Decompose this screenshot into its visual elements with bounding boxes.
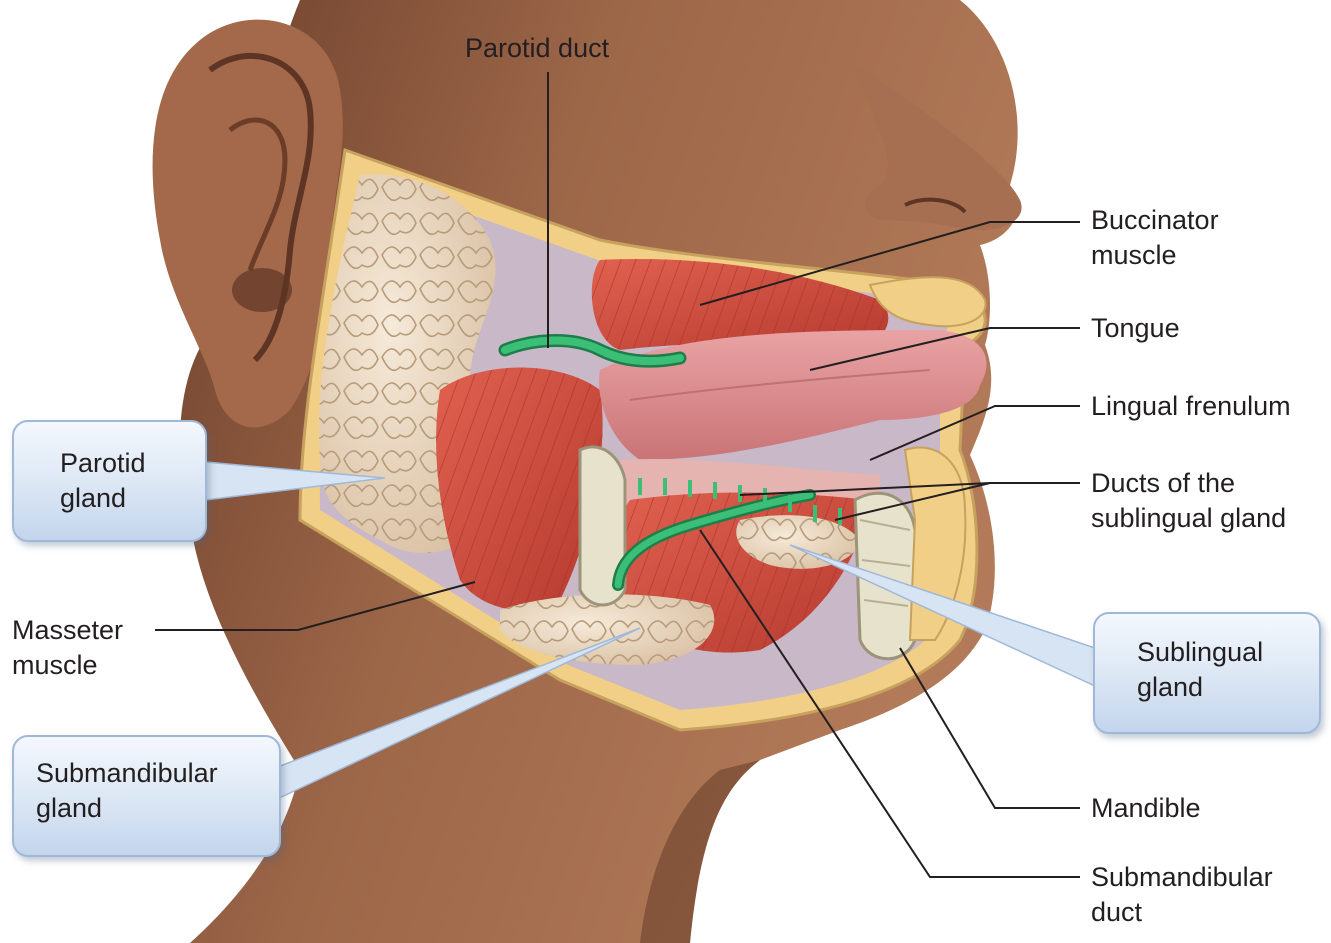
callout-submandibular-gland: Submandibular gland	[12, 735, 281, 857]
label-masseter-muscle: Masseter muscle	[12, 613, 123, 683]
label-mandible: Mandible	[1091, 791, 1201, 826]
label-submandibular-gland: Submandibular gland	[36, 756, 218, 826]
label-lingual-frenulum: Lingual frenulum	[1091, 389, 1291, 424]
callout-parotid-gland: Parotid gland	[12, 420, 207, 542]
label-ducts-of-sublingual-gland: Ducts of the sublingual gland	[1091, 466, 1286, 536]
label-tongue: Tongue	[1091, 311, 1180, 346]
label-sublingual-gland: Sublingual gland	[1137, 635, 1263, 705]
label-submandibular-duct: Submandibular duct	[1091, 860, 1273, 930]
label-parotid-duct: Parotid duct	[465, 31, 609, 66]
callout-sublingual-gland: Sublingual gland	[1093, 612, 1321, 734]
label-parotid-gland: Parotid gland	[60, 446, 146, 516]
label-buccinator-muscle: Buccinator muscle	[1091, 203, 1219, 273]
